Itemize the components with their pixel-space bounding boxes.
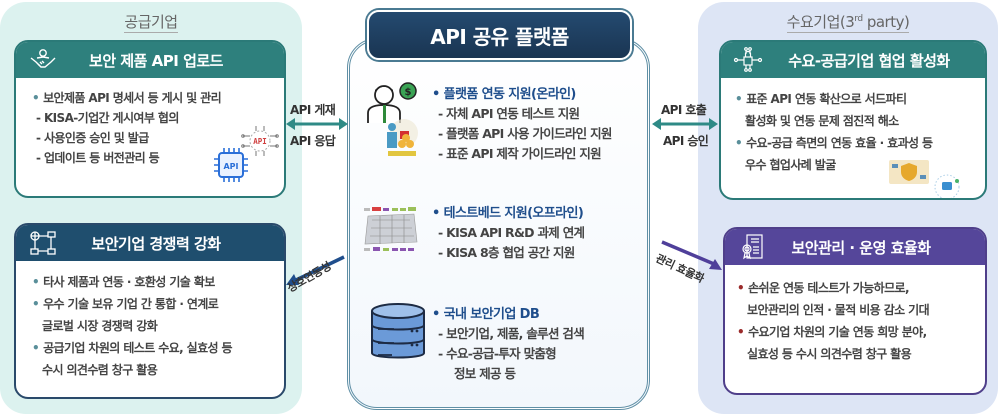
collaboration-card: 수요-공급기업 협업 활성화 표준 API 연동 확산으로 서드파티 활성화 및… bbox=[719, 40, 987, 200]
platform-title: API 공유 플랫폼 bbox=[367, 10, 632, 60]
bullet-item: 타사 제품과 연동 · 호환성 기술 확보 bbox=[32, 271, 274, 293]
network-icon bbox=[28, 230, 58, 256]
bullet-continuation: 보안관리의 인적 · 물적 비용 감소 기대 bbox=[747, 303, 930, 317]
section-item: KISA 8층 협업 공간 지원 bbox=[438, 242, 575, 261]
handshake-icon bbox=[28, 47, 58, 73]
card-title: 보안관리 · 운영 효율화 bbox=[791, 238, 931, 257]
section-item: 플랫폼 API 사용 가이드라인 지원 bbox=[438, 123, 612, 142]
connector-label-api-post: API 게재 bbox=[290, 103, 336, 117]
sub-item: 사용인증 승인 및 발급 bbox=[32, 128, 274, 148]
section-item: 보안기업, 제품, 솔루션 검색 bbox=[438, 323, 585, 342]
efficiency-card: 보안관리 · 운영 효율화 손쉬운 연동 테스트가 가능하므로, 보안관리의 인… bbox=[723, 227, 987, 395]
interoperability-arrow bbox=[286, 255, 345, 285]
bullet-item: 손쉬운 연동 테스트가 가능하므로, bbox=[737, 277, 975, 299]
connector-label-api-response: API 응답 bbox=[290, 134, 336, 148]
api-upload-card: 보안 제품 API 업로드 보안제품 API 명세서 등 게시 및 관리 KIS… bbox=[14, 40, 286, 198]
bidirectional-arrow-right bbox=[652, 118, 718, 130]
section-item: 자체 API 연동 테스트 지원 bbox=[438, 103, 580, 122]
connector-label-api-call: API 호출 bbox=[661, 103, 707, 117]
security-illustration-image bbox=[889, 160, 929, 184]
card-title: 보안 제품 API 업로드 bbox=[89, 51, 223, 70]
lock-network-icon bbox=[733, 47, 763, 73]
section-item: KISA API R&D 과제 연계 bbox=[438, 222, 585, 241]
certificate-icon bbox=[737, 234, 767, 260]
sub-item: 업데이트 등 버전관리 등 bbox=[32, 148, 274, 168]
testbed-floorplan-image bbox=[362, 206, 420, 254]
section-item: 수요-공급-투자 맞춤형 bbox=[438, 343, 557, 362]
bullet-continuation: 우수 협업사례 발굴 bbox=[745, 158, 836, 172]
svg-text:API: API bbox=[223, 162, 238, 171]
card-title: 수요-공급기업 협업 활성화 bbox=[788, 51, 950, 70]
management-efficiency-arrow bbox=[661, 240, 722, 270]
bidirectional-arrow-left bbox=[286, 118, 348, 130]
section-title: 국내 보안기업 DB bbox=[432, 303, 540, 322]
supply-zone-title: 공급기업 bbox=[124, 13, 178, 33]
network-illustration-image bbox=[929, 172, 965, 198]
section-item: 표준 API 제작 가이드라인 지원 bbox=[438, 143, 601, 162]
svg-text:API: API bbox=[253, 137, 267, 146]
api-gear-icon: API bbox=[240, 124, 280, 158]
connector-label-api-approval: API 승인 bbox=[663, 134, 709, 148]
demand-zone-title: 수요기업(3rd party) bbox=[786, 13, 910, 33]
sub-item: KISA-기업간 게시여부 협의 bbox=[32, 108, 274, 128]
bullet-continuation: 실효성 등 수시 의견수렴 창구 활용 bbox=[747, 347, 912, 361]
supporter-person-icon: $ bbox=[364, 81, 434, 161]
bullet-item: 보안제품 API 명세서 등 게시 및 관리 bbox=[32, 88, 274, 108]
bullet-continuation: 글로벌 시장 경쟁력 강화 bbox=[42, 319, 158, 333]
bullet-item: 우수 기술 보유 기업 간 통합 · 연계로 bbox=[32, 293, 274, 315]
bullet-item: 수요기업 차원의 기술 연동 희망 분야, bbox=[737, 321, 975, 343]
section-item-continuation: 정보 제공 등 bbox=[454, 366, 516, 381]
database-icon bbox=[368, 301, 428, 365]
api-platform-panel: $ 플랫폼 연동 지원(온라인) 자체 API 연동 테스트 지원 플랫폼 AP… bbox=[347, 38, 650, 410]
api-chip-icon: API bbox=[212, 146, 250, 184]
section-title: 테스트베드 지원(오프라인) bbox=[432, 202, 584, 221]
bullet-item: 공급기업 차원의 테스트 수요, 실효성 등 bbox=[32, 337, 274, 359]
competitiveness-card: 보안기업 경쟁력 강화 타사 제품과 연동 · 호환성 기술 확보 우수 기술 … bbox=[14, 223, 286, 399]
bullet-item: 수요-공급 측면의 연동 효율 · 효과성 등 bbox=[735, 132, 975, 154]
card-title: 보안기업 경쟁력 강화 bbox=[91, 234, 221, 253]
bullet-item: 표준 API 연동 확산으로 서드파티 bbox=[735, 88, 975, 110]
section-title: 플랫폼 연동 지원(온라인) bbox=[432, 83, 577, 102]
svg-text:$: $ bbox=[405, 87, 412, 98]
bullet-continuation: 수시 의견수렴 창구 활용 bbox=[42, 363, 158, 377]
bullet-continuation: 활성화 및 연동 문제 점진적 해소 bbox=[745, 114, 899, 128]
